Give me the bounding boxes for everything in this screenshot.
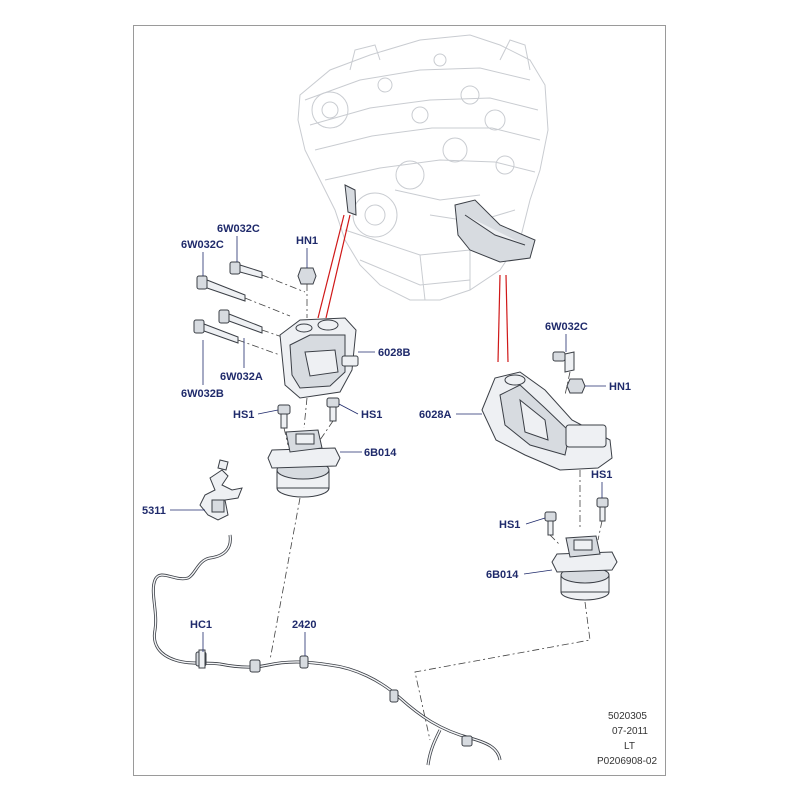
engine-bracket-left-attachment [344,184,357,216]
red-alignment-lines [317,214,509,363]
label-leaders [170,236,606,656]
label-hs1-left-b: HS1 [361,409,382,421]
label-nut-hn1-left: HN1 [296,235,318,247]
label-hs1-left-a: HS1 [233,409,254,421]
reference-date: 07-2011 [612,726,648,737]
label-bolt-6w032c-right: 6W032C [545,321,588,333]
sensor-5311 [199,459,243,521]
label-hs1-right-a: HS1 [591,469,612,481]
part-reference-number: P0206908-02 [597,756,657,767]
engine-mount-6b014-left [267,429,341,498]
label-harness-2420: 2420 [292,619,316,631]
label-clip-hc1: HC1 [190,619,212,631]
label-nut-hn1-right: HN1 [609,381,631,393]
label-bolt-6w032c-upper: 6W032C [217,223,260,235]
label-hs1-right-b: HS1 [499,519,520,531]
harness-route-lines [269,497,591,741]
bracket-6028a [481,371,613,471]
diagram-reference-block: 5020305 07-2011 LT P0206908-02 [597,711,657,767]
reference-number: 5020305 [608,711,647,722]
engine-mount-6b014-right [551,535,618,601]
label-sensor-5311: 5311 [142,505,166,517]
bolt-6w032c-lower [196,275,291,317]
label-bolt-6w032c-lower: 6W032C [181,239,224,251]
nut-hn1-right [566,378,586,394]
bolt-6w032b [193,319,281,356]
label-bracket-6028a: 6028A [419,409,451,421]
reference-code: LT [624,741,635,752]
bolt-hs1-right-a [596,497,609,541]
mount-left-axis [303,397,308,429]
bolt-hs1-left-a [277,404,291,446]
part-labels: 6W032C 6W032C HN1 6028B 6W032A 6W032B HS… [142,223,631,631]
label-bracket-6028b: 6028B [378,347,410,359]
bolt-hs1-right-b [544,511,561,546]
diagram-frame [133,25,666,776]
label-mount-6b014-left: 6B014 [364,447,397,459]
label-bolt-6w032b: 6W032B [181,388,224,400]
bolt-6w032c-upper [229,261,306,293]
bolt-6w032c-right [552,351,575,396]
wiring-harness-2420 [151,534,502,766]
engine-bracket-right-attachment [454,199,536,263]
bolt-hs1-left-b [319,397,340,441]
label-mount-6b014-right: 6B014 [486,569,519,581]
nut-hn1-left [297,267,317,318]
harness-clip-hc1 [198,649,206,669]
label-bolt-6w032a: 6W032A [220,371,263,383]
bracket-6028b [279,317,359,399]
